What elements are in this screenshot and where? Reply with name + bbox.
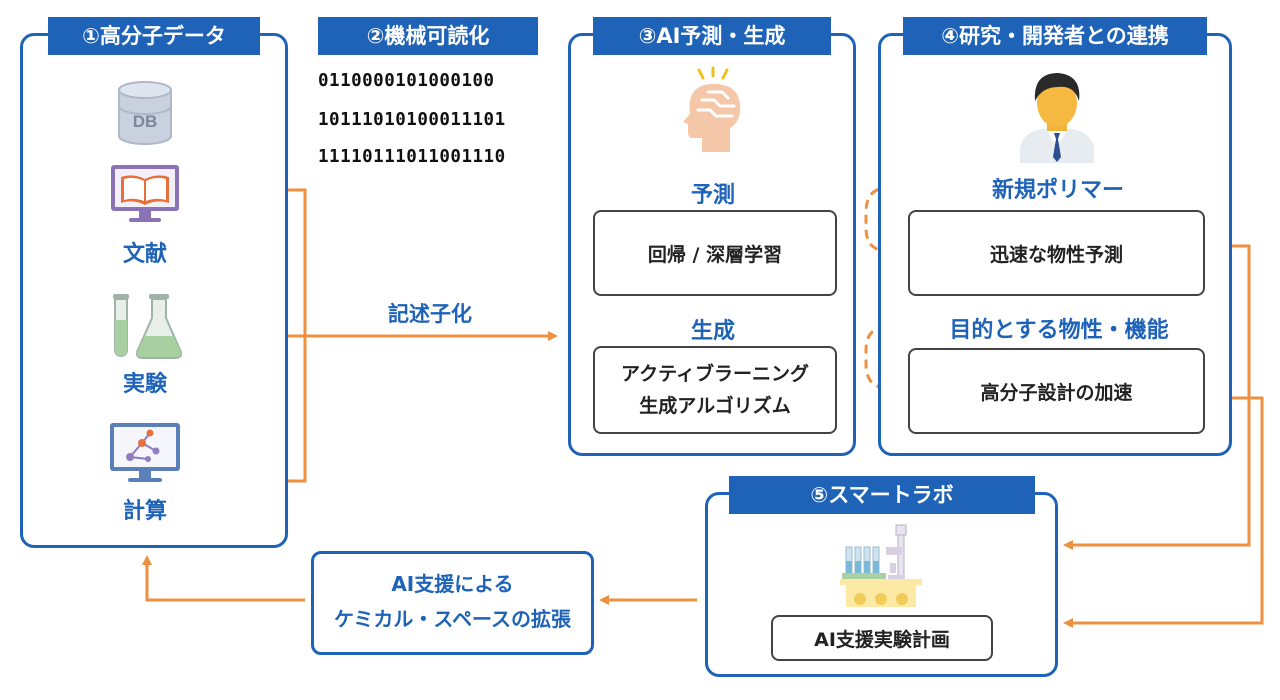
db-label: DB bbox=[133, 112, 158, 131]
item-computation-label: 計算 bbox=[122, 499, 167, 524]
descriptor-label: 記述子化 bbox=[388, 302, 472, 326]
new-polymer-label: 新規ポリマー bbox=[991, 178, 1124, 203]
lab-equipment-icon bbox=[840, 524, 922, 607]
generate-box: アクティブラーニング 生成アルゴリズム bbox=[593, 346, 837, 434]
rapid-property-prediction-box: 迅速な物性予測 bbox=[908, 210, 1205, 296]
flask-icon bbox=[113, 294, 183, 359]
panel4-header: ④研究・開発者との連携 bbox=[903, 17, 1207, 55]
computation-monitor-icon bbox=[110, 423, 180, 482]
panel5-header: ⑤スマートラボ bbox=[729, 476, 1035, 514]
item-literature-label: 文献 bbox=[122, 242, 167, 267]
panel1-header: ①高分子データ bbox=[48, 17, 260, 55]
binary-line-2: 10111010100011101 bbox=[318, 110, 506, 130]
expansion-line-1: AI支援による bbox=[391, 572, 514, 596]
chemical-space-expansion-box bbox=[311, 551, 594, 655]
bracket-connector bbox=[252, 188, 558, 483]
polymer-design-box: 高分子設計の加速 bbox=[908, 348, 1205, 434]
ai-brain-icon bbox=[683, 66, 741, 152]
generate-label: 生成 bbox=[690, 319, 735, 344]
expansion-line-2: ケミカル・スペースの拡張 bbox=[334, 607, 571, 631]
predict-box: 回帰 / 深層学習 bbox=[593, 210, 837, 296]
ai-experiment-planning-box: AI支援実験計画 bbox=[771, 615, 993, 661]
predict-label: 予測 bbox=[690, 183, 735, 208]
researcher-person-icon bbox=[1020, 73, 1094, 163]
target-property-label: 目的とする物性・機能 bbox=[949, 318, 1169, 343]
binary-line-3: 11110111011001110 bbox=[318, 147, 506, 167]
item-experiment-label: 実験 bbox=[122, 372, 167, 397]
panel2-header: ②機械可読化 bbox=[318, 17, 538, 55]
generate-line-2: 生成アルゴリズム bbox=[639, 395, 791, 417]
binary-line-1: 0110000101000100 bbox=[318, 71, 495, 91]
database-icon: DB bbox=[118, 81, 172, 145]
generate-line-1: アクティブラーニング bbox=[621, 363, 809, 385]
panel3-header: ③AI予測・生成 bbox=[593, 17, 831, 55]
return-arrows bbox=[142, 244, 1264, 628]
literature-monitor-icon bbox=[111, 165, 179, 222]
